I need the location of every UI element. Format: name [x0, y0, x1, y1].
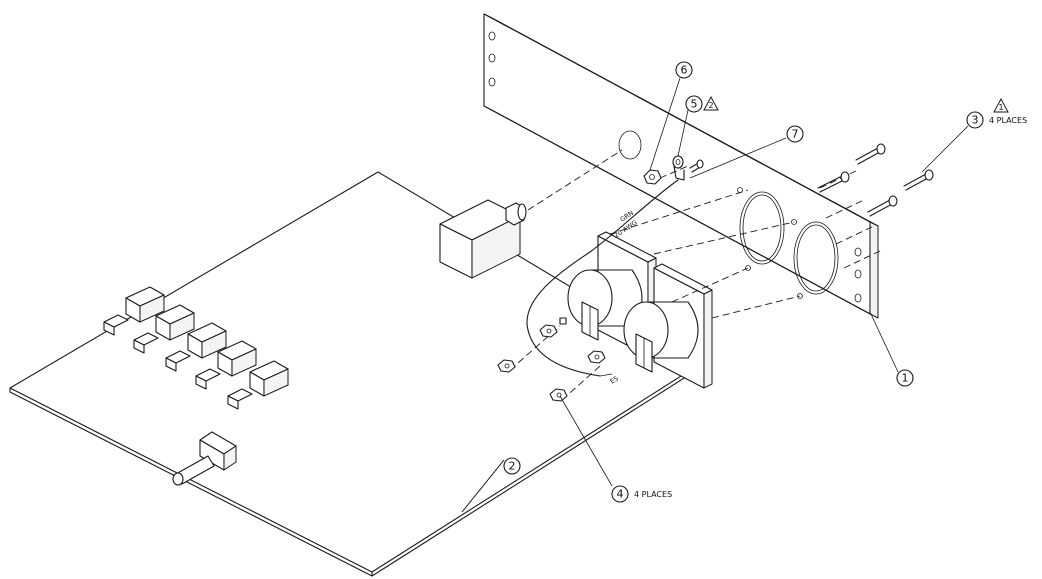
callout-5-revision: 2 — [708, 101, 713, 110]
wire-terminal-label: E5 — [609, 374, 620, 385]
revision-triangle — [703, 95, 719, 111]
callout-7: 7 — [786, 125, 804, 143]
xlr-cutouts — [737, 187, 839, 299]
nut — [497, 359, 516, 373]
screw — [855, 143, 886, 165]
ground-wire — [526, 179, 679, 377]
revision-triangle — [993, 97, 1009, 113]
switch — [165, 322, 227, 372]
assembly-lines — [509, 149, 883, 401]
nut — [539, 324, 558, 338]
leader-lines — [461, 77, 969, 513]
callout-6: 6 — [675, 61, 693, 79]
callout-3: 3 4 PLACES 1 — [966, 97, 1027, 129]
nuts — [497, 324, 606, 402]
switch — [133, 304, 195, 354]
callout-3-label: 3 — [972, 114, 979, 127]
ground-lug — [672, 155, 685, 181]
callout-2-label: 2 — [509, 460, 516, 473]
pcb-board — [9, 171, 701, 577]
screw — [817, 171, 850, 193]
screw — [867, 195, 898, 217]
switch-bank — [103, 286, 289, 410]
screws — [817, 143, 934, 217]
screw — [903, 169, 934, 191]
callout-3-revision: 1 — [998, 103, 1003, 112]
callout-5: 5 2 — [685, 95, 719, 113]
callout-4: 4 4 PLACES — [611, 485, 672, 503]
switch — [227, 360, 289, 410]
switch — [195, 340, 257, 390]
mounting-holes — [488, 31, 862, 303]
board-post — [172, 431, 237, 486]
callout-2: 2 — [503, 457, 521, 475]
xlr-connector-2 — [623, 263, 713, 389]
callout-3-note: 4 PLACES — [989, 116, 1027, 125]
callout-6-label: 6 — [681, 64, 688, 77]
switch — [103, 286, 165, 336]
callout-4-label: 4 — [617, 488, 624, 501]
callout-4-note: 4 PLACES — [634, 490, 672, 499]
callout-1: 1 — [896, 369, 914, 387]
callout-1-label: 1 — [902, 372, 909, 385]
ground-screw — [689, 159, 704, 173]
nut — [587, 350, 606, 364]
callout-5-label: 5 — [691, 98, 698, 111]
nut — [549, 388, 568, 402]
callout-7-label: 7 — [792, 128, 799, 141]
board-connector-block — [439, 199, 527, 279]
